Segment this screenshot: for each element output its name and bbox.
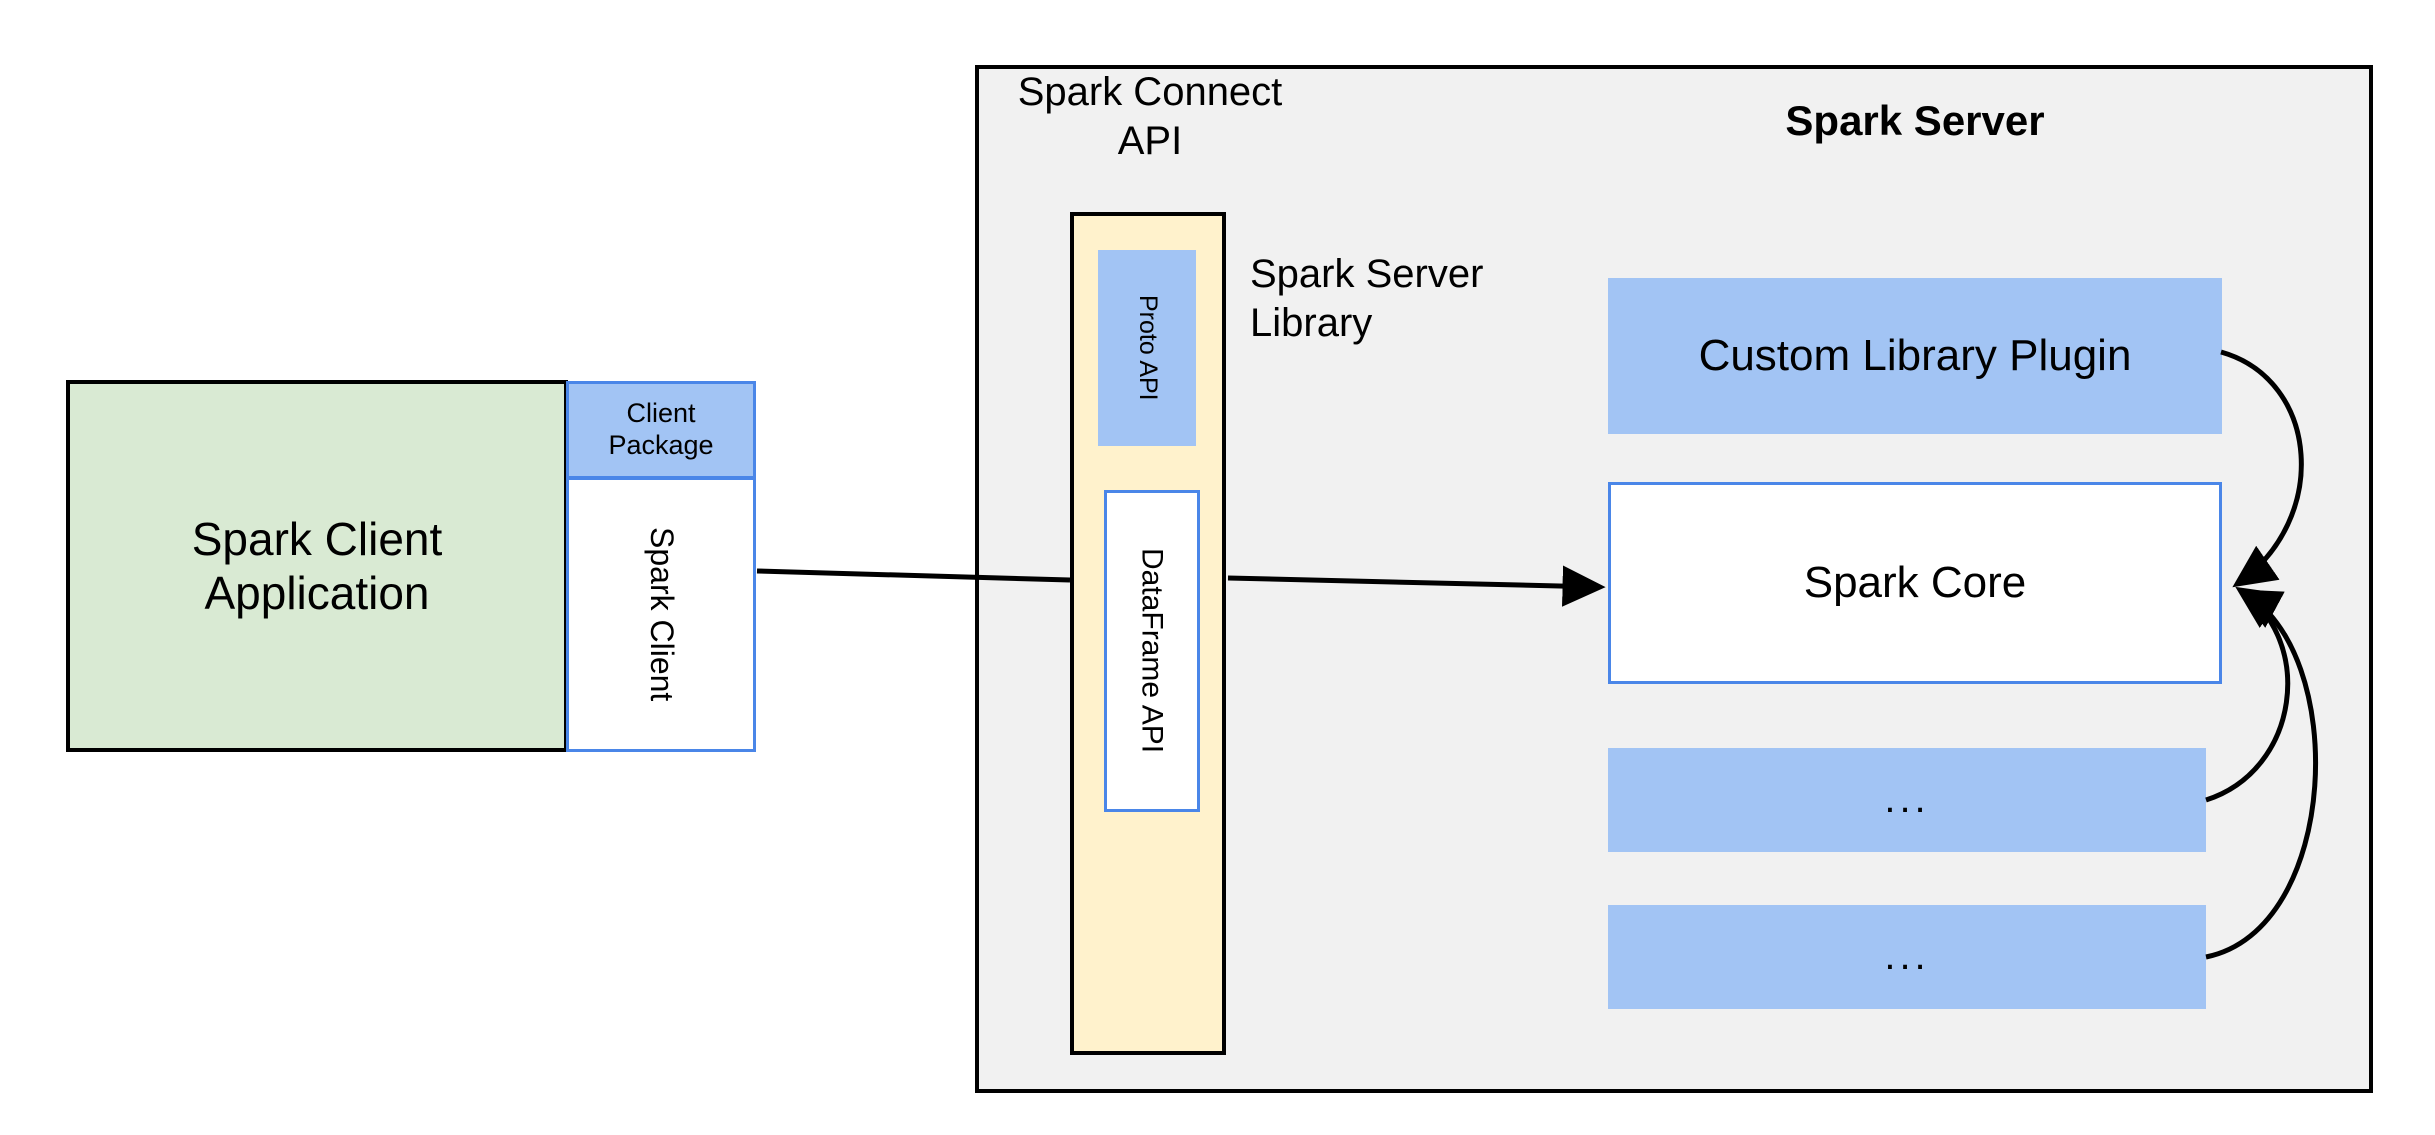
proto-api-box[interactable]: Proto API bbox=[1098, 250, 1196, 446]
spark-connect-api-label: Spark Connect API bbox=[1017, 70, 1283, 163]
ellipsis-box-1-label: ... bbox=[1884, 777, 1930, 822]
spark-client-box[interactable]: Spark Client bbox=[566, 477, 756, 752]
spark-core-label: Spark Core bbox=[1803, 558, 2027, 608]
client-package-box[interactable]: Client Package bbox=[566, 381, 756, 479]
dataframe-api-label: DataFrame API bbox=[1135, 548, 1169, 754]
proto-api-label: Proto API bbox=[1133, 295, 1162, 401]
ellipsis-box-1[interactable]: ... bbox=[1608, 748, 2206, 852]
ellipsis-box-2[interactable]: ... bbox=[1608, 905, 2206, 1009]
dataframe-api-box[interactable]: DataFrame API bbox=[1104, 490, 1200, 812]
spark-client-label: Spark Client bbox=[643, 527, 680, 702]
ellipsis-box-2-label: ... bbox=[1884, 934, 1930, 979]
spark-core-box[interactable]: Spark Core bbox=[1608, 482, 2222, 684]
spark-client-application-box[interactable]: Spark Client Application bbox=[66, 380, 568, 752]
client-package-label: Client Package bbox=[608, 398, 714, 460]
custom-library-plugin-label: Custom Library Plugin bbox=[1698, 331, 2132, 381]
spark-server-title: Spark Server bbox=[1785, 97, 2045, 144]
spark-server-library-label: Spark Server Library bbox=[1250, 252, 1484, 345]
custom-library-plugin-box[interactable]: Custom Library Plugin bbox=[1608, 278, 2222, 434]
spark-client-application-label: Spark Client Application bbox=[191, 512, 443, 619]
